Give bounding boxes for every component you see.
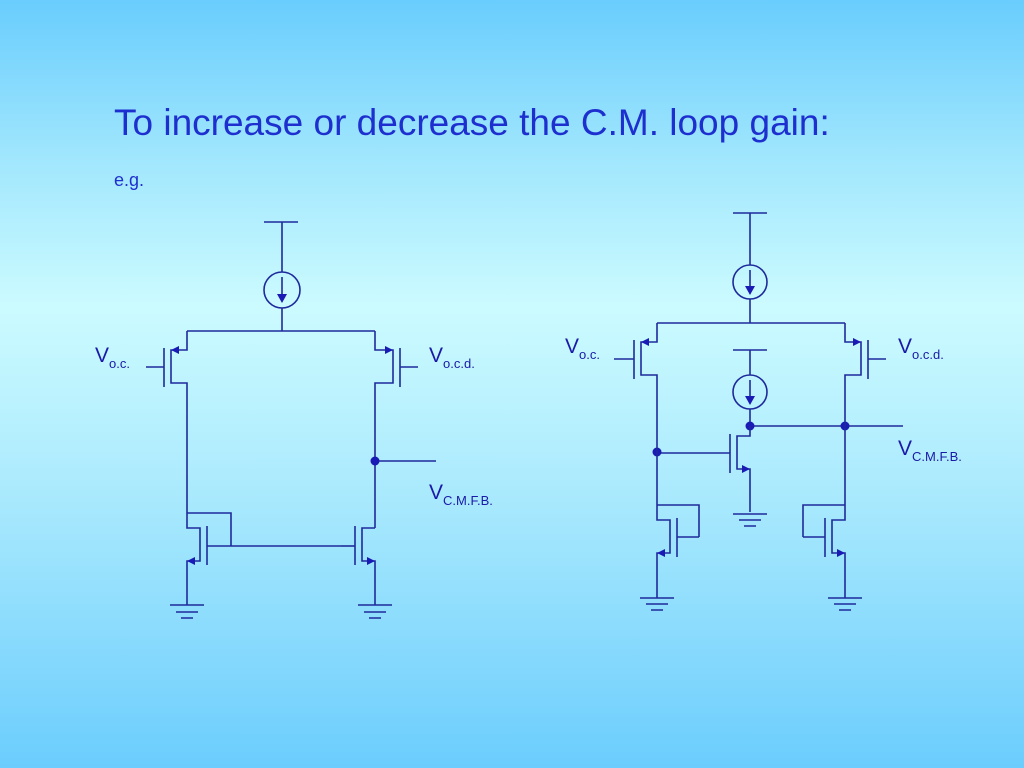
right-vcmfb-label: VC.M.F.B.: [898, 437, 962, 464]
right-nmos-diode-left: [656, 504, 700, 593]
right-circuit: [614, 212, 903, 611]
right-ground-right: [828, 593, 862, 611]
slide-title: To increase or decrease the C.M. loop ga…: [114, 102, 830, 143]
left-circuit: [146, 221, 436, 619]
left-pmos-input-left: [146, 331, 188, 398]
left-vcmfb-label: VC.M.F.B.: [429, 481, 493, 508]
right-nmos-diode-right: [802, 504, 846, 593]
right-current-source-aux: [732, 374, 768, 426]
right-pmos-input-left: [614, 323, 658, 390]
right-vdd-rail-2: [733, 349, 767, 375]
slide-subtitle: e.g.: [114, 170, 145, 190]
right-vocd-label: Vo.c.d.: [898, 335, 944, 362]
left-vdd-rail: [264, 221, 298, 272]
left-nmos-diode: [186, 512, 341, 600]
left-vocd-label: Vo.c.d.: [429, 344, 475, 371]
right-ground-left: [640, 593, 674, 611]
right-voc-label: Vo.c.: [565, 335, 600, 362]
left-vcmfb-node: [370, 456, 380, 466]
left-pmos-input-right: [374, 331, 418, 398]
right-current-source-main: [732, 264, 768, 323]
right-nmos-middle: [657, 426, 751, 512]
left-ground-2: [358, 600, 392, 619]
left-voc-label: Vo.c.: [95, 344, 130, 371]
left-nmos-mirror: [341, 526, 376, 600]
right-pmos-input-right: [844, 323, 886, 390]
left-current-source: [263, 271, 301, 331]
right-vdd-rail: [733, 212, 767, 265]
left-ground-1: [170, 600, 204, 619]
right-ground-mid: [733, 513, 767, 527]
